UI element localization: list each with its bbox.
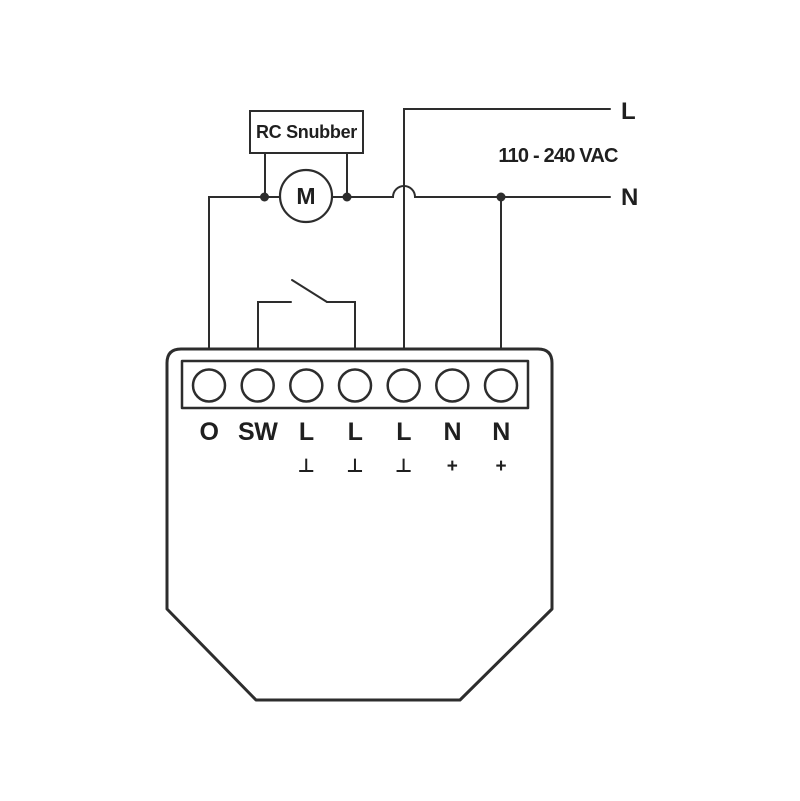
terminal-label-l3: L	[396, 418, 411, 446]
device-group	[165, 347, 554, 702]
terminal-hole-l2	[337, 368, 373, 403]
junction-dots	[260, 192, 506, 202]
terminal-label-sw: SW	[238, 418, 278, 446]
wire-line-supply	[403, 108, 611, 350]
wire-motor-to-neutral	[331, 185, 611, 198]
plus-symbol-icon: +	[447, 456, 458, 477]
terminal-label-n2: N	[492, 418, 510, 446]
plus-symbol-icon: +	[495, 456, 506, 477]
motor-icon	[278, 168, 334, 224]
supply-neutral-label: N	[621, 184, 638, 211]
terminal-hole-n1	[435, 368, 470, 403]
terminal-hole-sw	[240, 368, 275, 403]
terminal-hole-l1	[289, 368, 324, 403]
earth-symbol-icon: ⊥	[346, 456, 363, 477]
wire-switch-left	[257, 301, 292, 350]
device-body	[165, 347, 554, 702]
terminal-hole-o	[191, 368, 227, 403]
terminal-hole-n2	[483, 368, 519, 403]
supply-voltage-label: 110 - 240 VAC	[498, 145, 618, 167]
wires-group	[208, 108, 611, 350]
terminal-label-l2: L	[348, 418, 363, 446]
supply-line-label: L	[621, 98, 636, 125]
motor-label: M	[296, 183, 315, 209]
earth-symbol-icon: ⊥	[395, 456, 412, 477]
wire-output-to-motor	[208, 196, 281, 350]
terminal-label-o: O	[200, 418, 219, 446]
switch-blade	[291, 279, 328, 303]
terminal-hole-l3	[386, 368, 421, 403]
junction-dot	[496, 192, 506, 202]
terminal-label-l1: L	[299, 418, 314, 446]
junction-dot	[260, 192, 269, 202]
junction-dot	[342, 192, 352, 202]
rc-snubber-label: RC Snubber	[256, 122, 357, 142]
terminal-label-n1: N	[444, 418, 462, 446]
wire-switch-right	[326, 301, 356, 350]
rc-snubber-box	[249, 110, 364, 154]
earth-symbol-icon: ⊥	[298, 456, 315, 477]
labels-group: RC Snubber M L N 110 - 240 VAC O SW L L …	[200, 98, 639, 477]
